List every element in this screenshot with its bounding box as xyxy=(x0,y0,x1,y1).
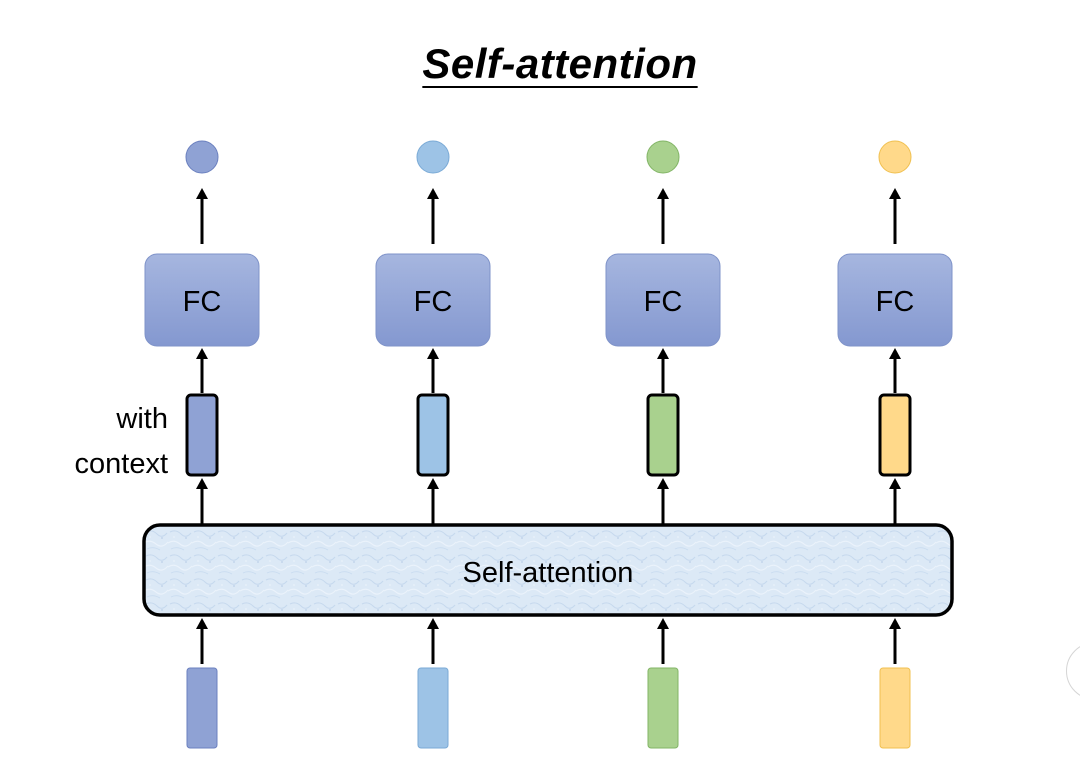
arrow-output-2-head xyxy=(427,188,439,199)
fc-box-2 xyxy=(375,253,491,347)
context-vector-4 xyxy=(878,393,912,477)
arrow-output-4-head xyxy=(889,188,901,199)
columns-group: FC FC FC FC xyxy=(144,140,953,749)
arrow-output-1-head xyxy=(196,188,208,199)
self-attention-block xyxy=(142,523,954,617)
arrow-input-1-head xyxy=(196,618,208,629)
self-attention-label: Self-attention xyxy=(463,557,634,589)
fc-box-4 xyxy=(837,253,953,347)
input-vector-2 xyxy=(417,667,449,749)
arrow-input-3-head xyxy=(657,618,669,629)
fc-label-3: FC xyxy=(644,286,683,318)
arrow-sa-out-4-head xyxy=(889,478,901,489)
arrow-output-3-head xyxy=(657,188,669,199)
input-vector-3 xyxy=(647,667,679,749)
arrow-fc-in-2-head xyxy=(427,348,439,359)
context-vector-3 xyxy=(646,393,680,477)
arrow-sa-out-2-head xyxy=(427,478,439,489)
arrow-fc-in-1-head xyxy=(196,348,208,359)
arrow-sa-out-1-head xyxy=(196,478,208,489)
arrow-fc-in-4-head xyxy=(889,348,901,359)
fc-box-3 xyxy=(605,253,721,347)
arrow-input-2-head xyxy=(427,618,439,629)
arrow-fc-in-3-head xyxy=(657,348,669,359)
fc-label-4: FC xyxy=(876,286,915,318)
side-label-with: with xyxy=(115,403,168,435)
arrow-sa-out-3-head xyxy=(657,478,669,489)
input-vector-4 xyxy=(879,667,911,749)
diagram-title: Self-attention xyxy=(422,40,698,87)
output-node-2 xyxy=(416,140,450,174)
fc-box-1 xyxy=(144,253,260,347)
fc-label-1: FC xyxy=(183,286,222,318)
context-vector-1 xyxy=(185,393,219,477)
output-node-1 xyxy=(185,140,219,174)
output-node-3 xyxy=(646,140,680,174)
arrow-input-4-head xyxy=(889,618,901,629)
side-label-context: context xyxy=(75,448,169,480)
fc-label-2: FC xyxy=(414,286,453,318)
input-vector-1 xyxy=(186,667,218,749)
context-vector-2 xyxy=(416,393,450,477)
output-node-4 xyxy=(878,140,912,174)
